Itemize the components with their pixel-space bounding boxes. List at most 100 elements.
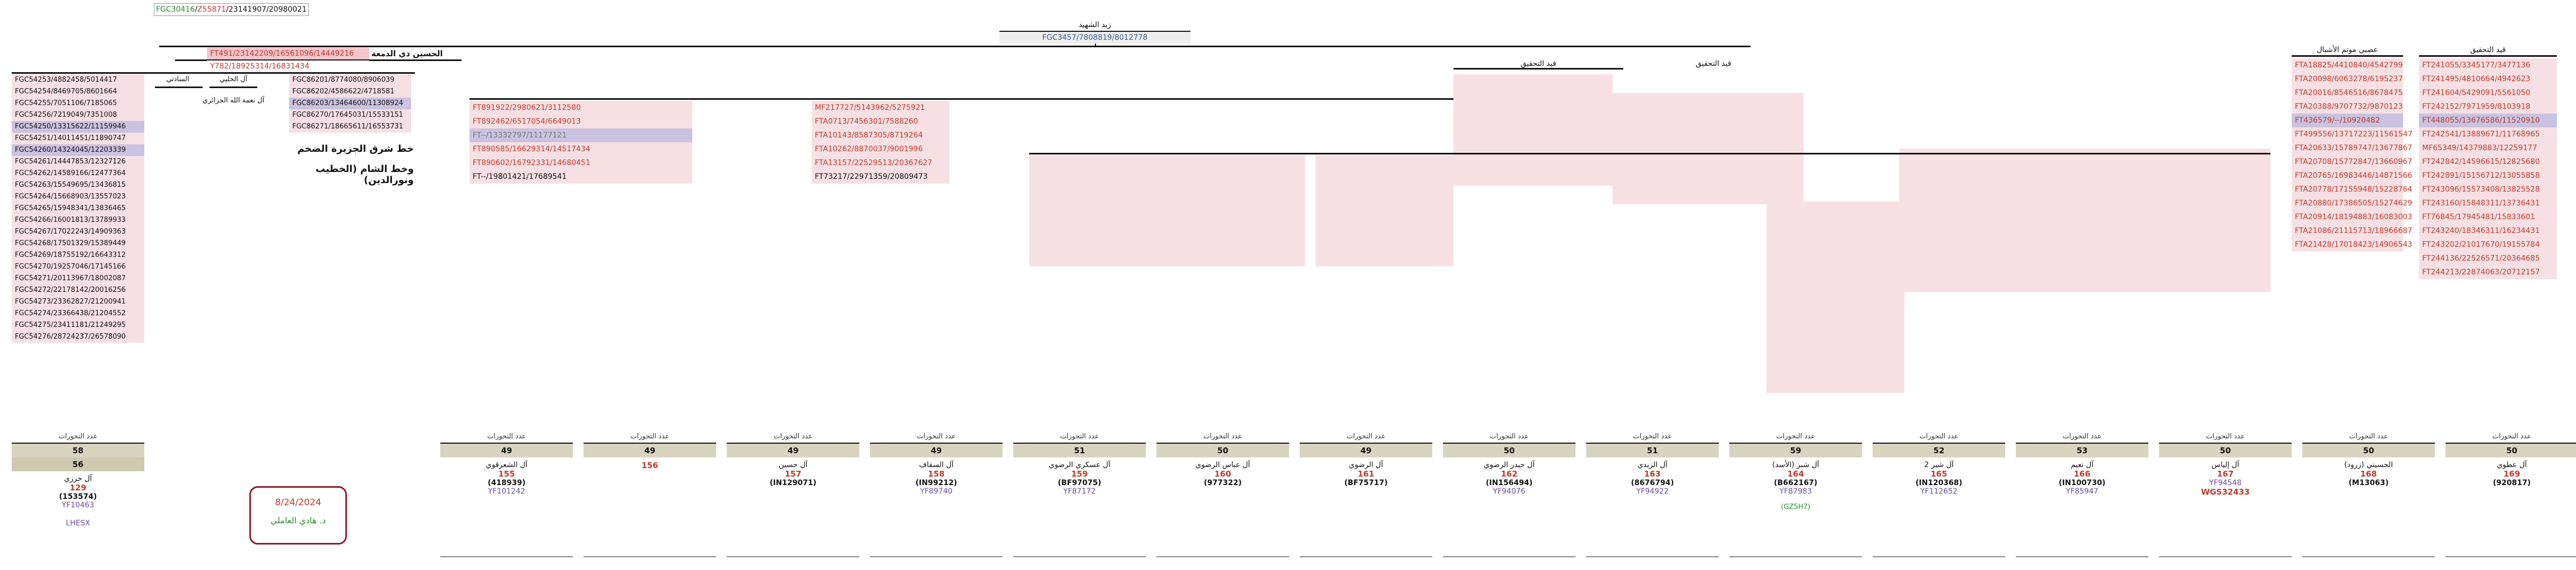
mutation-count: 50 — [2302, 444, 2435, 457]
mid-block-c — [1316, 155, 1454, 266]
mutations-header: عدد التحورات — [2159, 431, 2292, 444]
mutations-header: عدد التحورات — [584, 431, 716, 444]
root-snp-red: Z55871 — [197, 5, 227, 14]
hilli-line — [210, 87, 257, 88]
list-item: FGC54266/16001813/13789933 — [12, 214, 144, 226]
family-ydna: YF101242 — [488, 487, 526, 496]
summary-baseline — [1300, 556, 1432, 557]
mutation-count: 53 — [2016, 444, 2148, 457]
family-count: 169 — [2503, 469, 2520, 479]
summary-baseline — [1873, 556, 2005, 557]
family-ydna: YF10463 — [62, 501, 94, 509]
mutations-header: عدد التحورات — [1013, 431, 1146, 444]
family-name: آل نعيم — [2070, 461, 2094, 469]
root-haplogroup-box: FGC30416/Z55871/23141907/20980021 — [154, 3, 309, 16]
list-item: FTA20778/17155948/15228764 — [2295, 185, 2413, 194]
family-name: آل الرضوي — [1348, 461, 1383, 469]
summary-baseline — [1729, 556, 1862, 557]
list-item: FT241055/3345177/3477136 — [2422, 61, 2530, 70]
list-item: FT891922/2980621/3112580 — [473, 103, 581, 112]
list-item: FT242842/14596615/12825680 — [2422, 158, 2540, 166]
family-count: 165 — [1930, 469, 1947, 479]
list-item: FGC86203/13464600/11308924 — [289, 98, 411, 109]
list-item: FGC86271/18665611/16553731 — [289, 121, 411, 133]
family-haplo: (920817) — [2493, 479, 2531, 487]
list-item: FT243096/15573408/13825528 — [2422, 185, 2540, 194]
mid2-head: قيد التحقيق — [1695, 59, 1731, 68]
sadati-label: السادتي — [166, 75, 189, 83]
summary-baseline — [727, 556, 859, 557]
list-item: FGC86201/8774080/8906039 — [289, 74, 411, 86]
summary-baseline — [1586, 556, 1719, 557]
mutations-header: عدد التحورات — [1156, 431, 1289, 444]
summary-baseline — [440, 556, 573, 557]
list-item: FTA10143/8587305/8719264 — [815, 131, 923, 140]
list-item: FGC54274/23366438/21204552 — [12, 308, 144, 319]
family-haplo: (IN156494) — [1485, 479, 1533, 487]
mutations-header: عدد التحورات — [2302, 431, 2435, 444]
right2-head: قيد التحقيق — [2470, 46, 2506, 54]
list-item: FT890602/16792331/14680451 — [473, 159, 590, 167]
left-snp-list: FGC54253/4882458/5014417 FGC54254/846970… — [12, 74, 144, 343]
mid1-line — [1454, 68, 1623, 70]
zaid-snp: FGC3457/7808819/8012778 — [999, 32, 1190, 44]
mutations-header: عدد التحورات — [1300, 431, 1432, 444]
family-count: 155 — [498, 469, 515, 479]
list-item: FT890585/16629314/14517434 — [473, 145, 590, 153]
mid1-head: قيد التحقيق — [1520, 59, 1556, 68]
right-col-2: FT241055/3345177/3477136 FT241495/481066… — [2419, 58, 2557, 279]
family-count: 157 — [785, 469, 802, 479]
list-item: FGC54261/14447853/12327126 — [12, 156, 144, 168]
summary-baseline — [2302, 556, 2435, 557]
family-haplo: (153574) — [59, 493, 97, 501]
family-name: آل شبر 2 — [1924, 461, 1954, 469]
family-haplo: (418939) — [488, 479, 526, 487]
mutations-header: عدد التحورات — [2446, 431, 2576, 444]
family-haplo: (IN99212) — [915, 479, 958, 487]
cluster-c2: MF217727/5143962/5275921 FTA0713/7456301… — [812, 101, 950, 184]
divider — [999, 31, 1190, 32]
list-item: FGC54253/4882458/5014417 — [12, 74, 144, 86]
right1-line — [2292, 55, 2403, 57]
list-item: FT--/13332797/11177121 — [469, 128, 692, 142]
list-item: FTA13157/22529513/20367627 — [815, 159, 933, 167]
family-count: 158 — [928, 469, 945, 479]
hussein-snp: FT491/23142209/16561096/14449216 — [207, 48, 369, 59]
family-extra: WGS32433 — [2201, 487, 2250, 497]
list-item: FTA0713/7456301/7588260 — [815, 117, 918, 126]
mutation-count: 49 — [584, 444, 716, 457]
family-ydna: YF94076 — [1493, 487, 1526, 496]
list-item: FGC54251/14011451/11890747 — [12, 133, 144, 144]
list-item: FT243160/15848311/13736431 — [2422, 199, 2540, 208]
mid-block-b — [1167, 155, 1305, 266]
sadati-line — [155, 87, 203, 88]
left-col4-list: FGC86201/8774080/8906039 FGC86202/458662… — [289, 74, 411, 133]
list-item: FT244213/22874063/20712157 — [2422, 268, 2540, 277]
mid-block-i — [2143, 149, 2270, 292]
mid-block-d — [1454, 74, 1613, 186]
mid-block-f — [1766, 202, 1904, 393]
right1-head: عصبي موتم الأشبال — [2317, 46, 2378, 54]
family-name: آل حسين — [778, 461, 808, 469]
list-item: FGC86270/17645031/15533151 — [289, 109, 411, 121]
family-ydna: YF87983 — [1779, 487, 1812, 496]
family-ydna: YF112652 — [1920, 487, 1958, 496]
list-item: FGC54250/13315622/11159946 — [12, 121, 144, 133]
list-item: FTA21086/21115713/18966687 — [2295, 227, 2413, 235]
mutation-count: 49 — [727, 444, 859, 457]
main-trunk — [159, 46, 1751, 47]
list-item: FT242891/15156712/13055858 — [2422, 171, 2540, 180]
mutation-count: 51 — [1013, 444, 1146, 457]
family-name: آل شبر (الأسد) — [1772, 461, 1820, 469]
family-count: 159 — [1071, 469, 1088, 479]
family-count: 160 — [1214, 469, 1231, 479]
summary-left: عدد التحورات 58 56 آل خرزي 129 (153574) … — [12, 431, 144, 528]
family-name: آل عباس الرضوي — [1195, 461, 1250, 469]
